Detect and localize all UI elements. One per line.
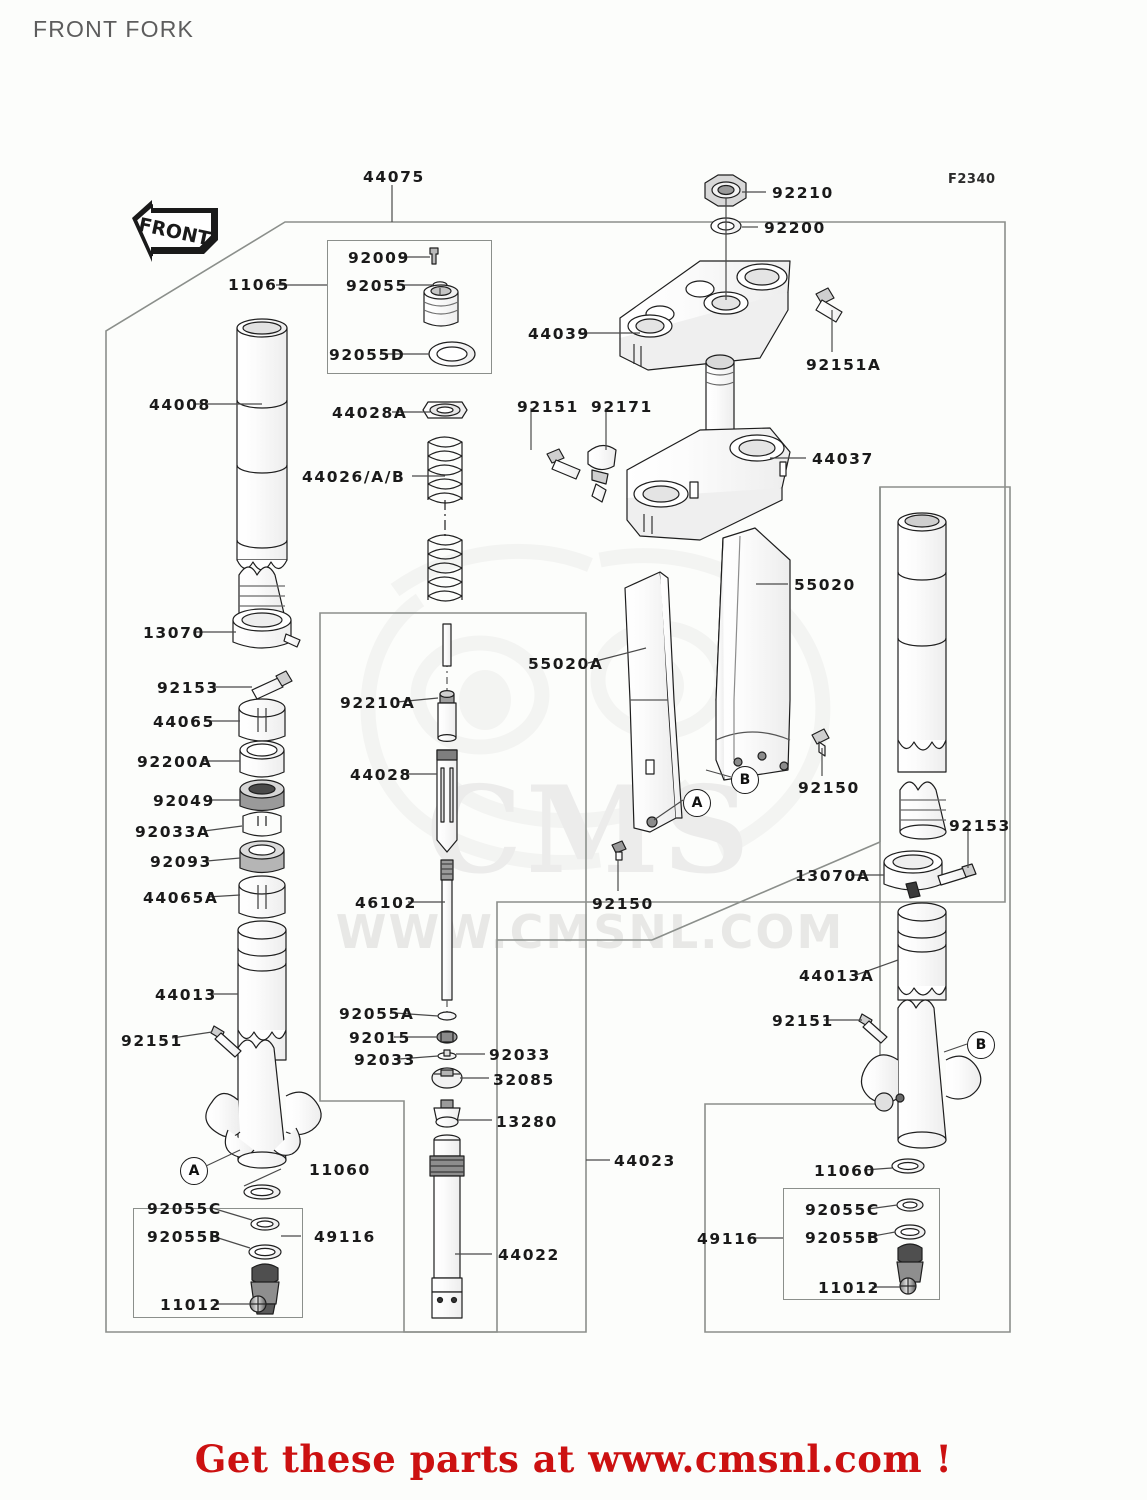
- part-label-valve-kit-left: 49116: [314, 1228, 376, 1246]
- part-label-washer: 92200: [764, 219, 826, 237]
- diagram-code: F2340: [948, 172, 996, 187]
- part-label-bolt-axle-right: 92151: [772, 1012, 834, 1030]
- part-label-ring-left: 92033: [354, 1051, 416, 1069]
- part-label-o-ring: 92055: [346, 277, 408, 295]
- part-label-o-ring-b-right: 92055B: [805, 1229, 881, 1247]
- part-label-o-ring-c-right: 92055C: [805, 1201, 880, 1219]
- part-label-cylinder-group: 44023: [614, 1152, 676, 1170]
- part-label-fork-guard-left: 55020A: [528, 655, 604, 673]
- part-label-stopper: 32085: [493, 1071, 555, 1089]
- part-label-fork-guard-right: 55020: [794, 576, 856, 594]
- footer-cta: Get these parts at www.cmsnl.com !: [194, 1437, 953, 1481]
- part-label-bolt-axle-left: 92151: [121, 1032, 183, 1050]
- inset-box-49116-right: [783, 1188, 940, 1300]
- part-label-gasket-right: 11060: [814, 1162, 876, 1180]
- part-label-inner-tube: 44008: [149, 396, 211, 414]
- part-label-cap: 11065: [228, 276, 290, 294]
- part-label-spring-seat: 44028A: [332, 404, 408, 422]
- part-label-o-ring-d: 92055D: [329, 346, 406, 364]
- part-label-o-ring-a: 92055A: [339, 1005, 415, 1023]
- part-label-snap-ring-a: 92033A: [135, 823, 211, 841]
- front-direction-badge: FRONT: [126, 188, 226, 280]
- part-label-bolt: 92151: [517, 398, 579, 416]
- callout-a-left: A: [180, 1157, 208, 1185]
- part-label-holder: 13280: [496, 1113, 558, 1131]
- part-label-bushing-a: 44065A: [143, 889, 219, 907]
- part-label-damper-rod: 46102: [355, 894, 417, 912]
- callout-b-guard: B: [731, 766, 759, 794]
- part-label-bolt-clamp-r: 92153: [949, 817, 1011, 835]
- part-label-fork-clamp: 13070: [143, 624, 205, 642]
- part-label-washer-a: 92200A: [137, 753, 213, 771]
- callout-b-right: B: [967, 1031, 995, 1059]
- part-label-outer-tube-right: 44013A: [799, 967, 875, 985]
- page-title: FRONT FORK: [33, 16, 195, 42]
- part-label-nut: 92210: [772, 184, 834, 202]
- part-label-bolt-guard-right: 92150: [798, 779, 860, 797]
- part-label-bushing: 44065: [153, 713, 215, 731]
- part-label-fork-clamp-a: 13070A: [795, 867, 871, 885]
- part-label-spring-seat-2: 44028: [350, 766, 412, 784]
- part-label-screw: 92009: [348, 249, 410, 267]
- part-label-cap-left: 11012: [160, 1296, 222, 1314]
- part-label-o-ring-c-left: 92055C: [147, 1200, 222, 1218]
- callout-a-guard: A: [683, 789, 711, 817]
- inset-box-11065: [327, 240, 492, 374]
- part-label-gasket-left: 11060: [309, 1161, 371, 1179]
- part-label-fork-spring: 44026/A/B: [302, 468, 406, 486]
- part-label-bolt-a: 92151A: [806, 356, 882, 374]
- part-label-bolt-guard-left: 92150: [592, 895, 654, 913]
- part-label-fork-outer-group: 44075: [363, 168, 425, 186]
- watermark-url-text: WWW.CMSNL.COM: [335, 905, 845, 959]
- part-label-valve-kit-right: 49116: [697, 1230, 759, 1248]
- part-label-o-ring-b-left: 92055B: [147, 1228, 223, 1246]
- part-label-nut-damper: 92015: [349, 1029, 411, 1047]
- part-label-clamp: 92171: [591, 398, 653, 416]
- part-label-cylinder: 44022: [498, 1246, 560, 1264]
- part-label-dust-seal: 92093: [150, 853, 212, 871]
- part-label-bolt-clamp: 92153: [157, 679, 219, 697]
- part-label-lower-triple-clamp: 44037: [812, 450, 874, 468]
- part-label-outer-tube-left: 44013: [155, 986, 217, 1004]
- part-label-nut-a: 92210A: [340, 694, 416, 712]
- part-label-ring-right: 92033: [489, 1046, 551, 1064]
- part-label-upper-triple-clamp: 44039: [528, 325, 590, 343]
- part-label-oil-seal: 92049: [153, 792, 215, 810]
- part-label-cap-right: 11012: [818, 1279, 880, 1297]
